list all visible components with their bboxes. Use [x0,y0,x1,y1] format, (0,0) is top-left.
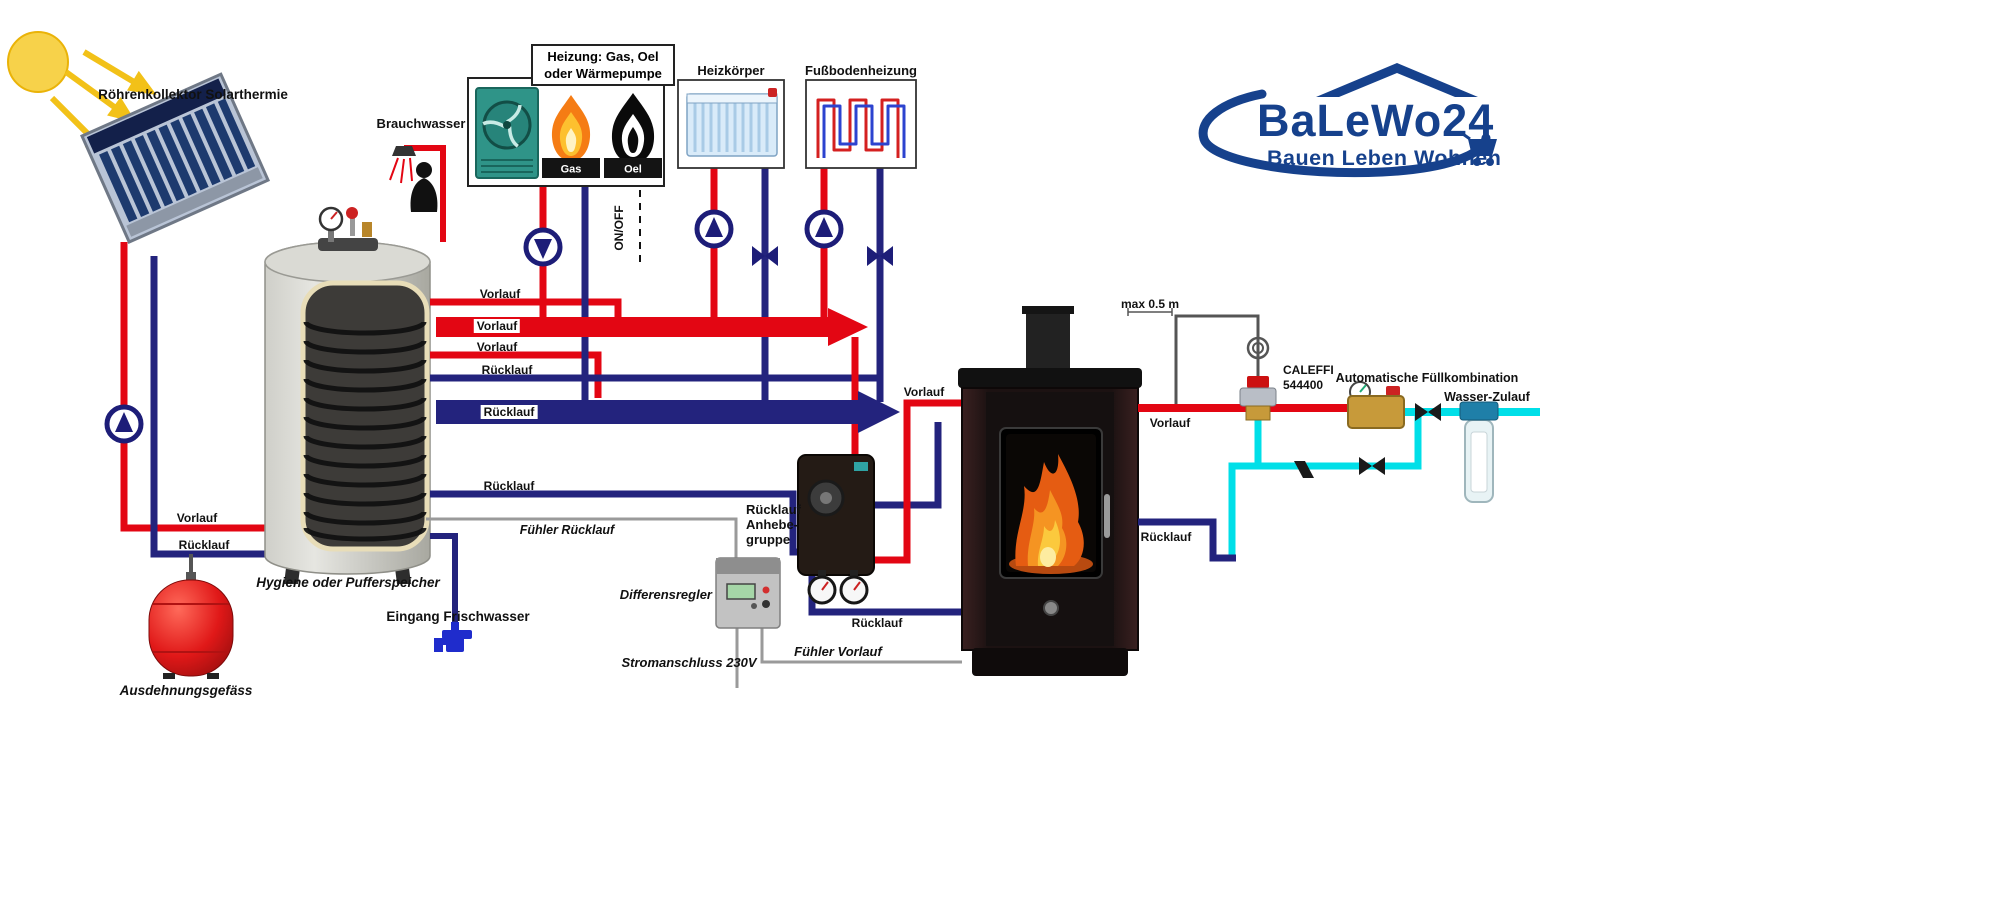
label-anhebe-line1: Rücklauf [746,502,801,517]
wood-stove [958,306,1142,676]
heat-pump-icon [475,87,539,179]
solar-supply-pipe [120,242,265,532]
label-max-distance: max 0.5 m [1120,297,1180,311]
shower-icon [389,145,446,242]
solar-pump-icon [104,404,144,444]
label-on-off: ON/OFF [611,205,626,251]
label-ruecklauf-right: Rücklauf [1140,530,1192,544]
return-manifold-arrow [436,391,900,433]
label-vorlauf-upper: Vorlauf [479,287,521,301]
thermal-safety-loop [1127,308,1270,404]
label-vorlauf-solar: Vorlauf [176,511,218,525]
radiator-thermostat-icon [768,88,777,97]
label-boiler-title-line2: oder Wärmepumpe [544,66,662,81]
stove-door-handle [1104,494,1110,538]
label-boiler-title-line1: Heizung: Gas, Oel [547,49,659,64]
gas-flame-icon: Gas [542,95,600,178]
return-sensor-wire [426,517,738,560]
label-caleffi-line2: 544400 [1283,378,1324,392]
tank-supply-pipe-mid [430,351,602,398]
tank-supply-pipe-upper [430,298,622,318]
label-anhebe-line3: gruppe [746,532,791,547]
group-to-manifold-pipe [870,422,942,509]
shutoff-valve-upper-icon [1415,403,1441,421]
logo-cart-icon [1459,130,1497,166]
boiler-box: Gas Oel [467,77,665,187]
tank-top-fittings [318,206,378,251]
label-ruecklauf-stove: Rücklauf [851,616,903,630]
expansion-vessel [148,572,234,679]
radiator-pump-icon [694,209,734,249]
tank-coil [303,321,427,542]
label-auto-fill: Automatische Füllkombination [1335,371,1519,385]
stove-supply-pipe [874,399,962,564]
label-expansion-vessel: Ausdehnungsgefäss [119,683,253,698]
fill-branch-pipe [1228,412,1422,558]
label-buffer-tank: Hygiene oder Pufferspeicher [256,575,440,590]
gas-label: Gas [561,164,582,176]
label-ruecklauf-mid: Rücklauf [481,363,533,377]
logo-swoosh [1198,63,1491,178]
stove-return-right-pipe [1138,518,1236,562]
boiler-pump-icon [523,227,563,267]
label-boiler-title: Heizung: Gas, Oel oder Wärmepumpe [531,44,675,86]
buffer-tank [264,206,431,584]
solar-collector [80,72,271,244]
floor-heating-box [805,79,917,169]
label-differential-controller: Differensregler [619,587,712,602]
label-vorlauf-mid: Vorlauf [476,340,518,354]
faucet-icon [434,622,472,652]
supply-manifold-arrow [436,308,868,346]
fire-flames-icon [1009,454,1093,574]
water-filter [1459,401,1499,503]
oil-label: Oel [624,164,642,176]
sun-icon [7,31,69,93]
strainer-icon [1294,461,1314,478]
solar-return-pipe [150,256,265,558]
label-solar-collector: Röhrenkollektor Solarthermie [98,87,288,102]
label-power-connection: Stromanschluss 230V [621,655,757,670]
supply-sensor-wire [760,628,962,664]
logo-roof-icon [1316,63,1478,97]
label-sensor-return: Fühler Rücklauf [519,523,615,537]
label-heizkoerper: Heizkörper [697,63,765,78]
label-anhebe-line2: Anhebe- [746,517,798,532]
label-vorlauf-right: Vorlauf [1149,416,1191,430]
auto-fill-combination [1347,381,1405,429]
differential-controller [715,557,781,629]
logo-tagline: Bauen Leben Wohnen [1267,146,1502,170]
label-return-boost-group: Rücklauf Anhebe- gruppe [746,502,801,547]
fresh-water-pipe [430,533,458,630]
label-ruecklauf-lower: Rücklauf [483,479,535,493]
label-fussbodenheizung: Fußbodenheizung [805,63,917,78]
label-vorlauf-manifold: Vorlauf [473,319,521,334]
label-caleffi-line1: CALEFFI [1283,363,1334,377]
return-boost-group [797,454,875,605]
label-ruecklauf-manifold: Rücklauf [480,405,538,420]
oil-flame-icon: Oel [604,93,662,178]
floor-pump-icon [804,209,844,249]
label-brauchwasser: Brauchwasser [376,116,466,131]
floor-valve-icon [867,246,893,266]
radiator-box [677,79,785,169]
caleffi-valve [1239,376,1277,421]
label-water-inlet: Wasser-Zulauf [1444,390,1530,404]
label-caleffi: CALEFFI 544400 [1283,363,1334,393]
label-sensor-supply: Fühler Vorlauf [794,644,882,659]
shutoff-valve-lower-icon [1359,457,1385,475]
tank-return-pipe-lower [430,490,800,556]
label-vorlauf-stove: Vorlauf [903,385,945,399]
label-fresh-water: Eingang Frischwasser [386,609,530,624]
label-ruecklauf-solar: Rücklauf [178,538,230,552]
logo-title: BaLeWo24 [1257,95,1495,146]
radiator-valve-icon [752,246,778,266]
